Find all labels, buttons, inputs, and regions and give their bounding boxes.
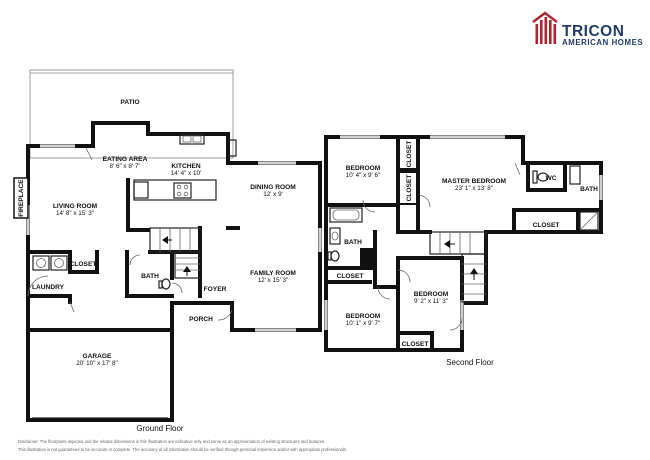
brand-name: TRICON [562,23,624,40]
disclaimer-line-2: This illustration is not guaranteed to b… [18,447,347,452]
stair-arrow-icon [162,236,168,244]
garage-label: GARAGE [83,353,113,360]
foyer-label: FOYER [204,286,227,293]
wc-label: WC [546,175,557,182]
laundry-bath-fixtures [27,254,171,313]
house-icon [532,11,558,44]
ground-windows [26,144,322,332]
ground-floor-caption: Ground Floor [136,424,183,433]
second-stairs [429,231,487,303]
second-floor: BEDROOM 10' 4" x 9' 6" CLOSET CLOSET MAS… [324,135,603,367]
kitchen-label: KITCHEN [171,163,201,170]
hall-bath-label: BATH [344,239,362,246]
laundry-label: LAUNDRY [32,284,65,291]
patio-outline [29,69,234,159]
second-doors [377,162,521,331]
master-bedroom-dim: 23' 1" x 13' 8" [455,185,493,192]
dining-room-dim: 12' x 9' [263,191,283,198]
closet-label: CLOSET [70,261,97,268]
eating-area-label: EATING AREA [103,156,148,163]
dining-room-label: DINING ROOM [250,184,296,191]
bedroom1-dim: 10' 4" x 9' 6" [346,172,381,179]
closet-box-1 [397,136,419,170]
master-bath-label: BATH [580,186,598,193]
garage-walls [26,328,174,422]
ground-doors [171,282,233,321]
master-bedroom-label: MASTER BEDROOM [442,178,507,185]
fireplace-label: FIREPLACE [18,179,25,217]
second-floor-caption: Second Floor [446,358,494,367]
patio-label: PATIO [120,99,139,106]
garage-dim: 20' 10" x 17' 8" [76,360,118,367]
porch-label: PORCH [189,316,213,323]
second-bath-fixtures [327,165,599,266]
bedroom2-dim: 10' 1" x 9' 7" [346,320,381,327]
bedroom3-label: BEDROOM [414,291,449,298]
brand-tagline: AMERICAN HOMES [562,38,643,47]
stair-arrow-left-icon [444,240,450,248]
closet-box-2 [397,171,419,205]
kitchen-fixtures [85,133,237,201]
eating-area-dim: 8' 6" x 8' 7" [109,163,140,170]
ground-stairs [149,227,201,279]
closet-vertical-label-1: CLOSET [406,141,413,168]
bedroom1-label: BEDROOM [346,165,381,172]
ground-floor: FIREPLACE PATIO EATING AREA 8' 6" x 8' 7… [13,69,322,433]
fireplace-box [13,177,29,219]
disclaimer-line-1: Disclaimer: The floorplans depicted and … [18,439,325,444]
linen-closet-block [360,248,374,266]
bath-label: BATH [141,273,159,280]
living-room-dim: 14' 8" x 15' 3" [56,210,94,217]
stair-arrow-up-icon [183,266,191,272]
living-room-label: LIVING ROOM [53,203,98,210]
second-windows [324,135,603,330]
kitchen-dim: 14' 4" x 10' [171,170,202,177]
family-room-dim: 12' x 15' 3" [258,277,289,284]
bedroom2-label: BEDROOM [346,313,381,320]
hall-closet-label: CLOSET [337,273,364,280]
bedroom3-dim: 9' 2" x 11' 3" [414,298,448,305]
bedroom3-closet-label: CLOSET [402,341,429,348]
family-room-label: FAMILY ROOM [250,270,296,277]
tricon-logo: TRICON AMERICAN HOMES [532,11,643,47]
closet-vertical-label-2: CLOSET [406,175,413,202]
stair-arrow-up2-icon [470,268,478,274]
master-closet-label: CLOSET [533,222,560,229]
